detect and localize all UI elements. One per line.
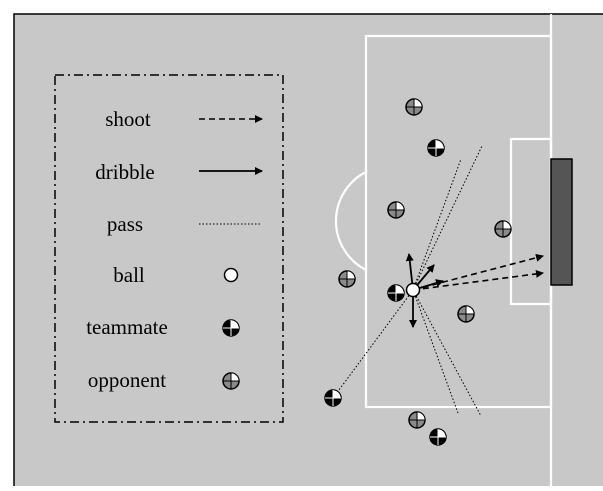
teammate-marker	[387, 284, 405, 302]
opponent-marker	[494, 220, 512, 238]
teammate-marker	[324, 389, 342, 407]
opponent-marker	[408, 411, 426, 429]
players	[324, 98, 512, 446]
legend-symbols	[199, 115, 263, 390]
pass-lines	[332, 145, 483, 417]
shoot-arrow	[412, 269, 544, 291]
pass-line	[412, 145, 483, 291]
legend-label-dribble: dribble	[95, 160, 154, 184]
penalty-arc	[334, 171, 367, 271]
legend-label-opponent: opponent	[88, 368, 166, 392]
opponent-marker	[387, 201, 405, 219]
legend-label-pass: pass	[107, 212, 143, 236]
legend-label-ball: ball	[113, 263, 145, 287]
legend-label-teammate: teammate	[86, 315, 168, 339]
teammate-marker	[427, 139, 445, 157]
pass-line	[412, 158, 462, 291]
legend-teammate-icon	[222, 319, 240, 337]
opponent-marker	[405, 98, 423, 116]
legend-opponent-symbol	[222, 372, 240, 390]
legend-box	[54, 74, 284, 423]
pass-line	[412, 289, 482, 417]
legend-opponent-icon	[222, 372, 240, 390]
teammate-marker	[429, 428, 447, 446]
pitch-background	[13, 13, 603, 491]
legend-ball-symbol	[223, 267, 239, 283]
opponent-marker	[338, 270, 356, 288]
legend-label-shoot: shoot	[105, 107, 151, 131]
goal	[550, 158, 573, 286]
pass-line	[332, 289, 414, 399]
legend-teammate-symbol	[222, 319, 240, 337]
ball-marker	[405, 282, 421, 298]
legend: shoot dribble pass ball teammate opponen…	[86, 107, 168, 392]
opponent-marker	[457, 305, 475, 323]
pass-line	[412, 289, 459, 414]
